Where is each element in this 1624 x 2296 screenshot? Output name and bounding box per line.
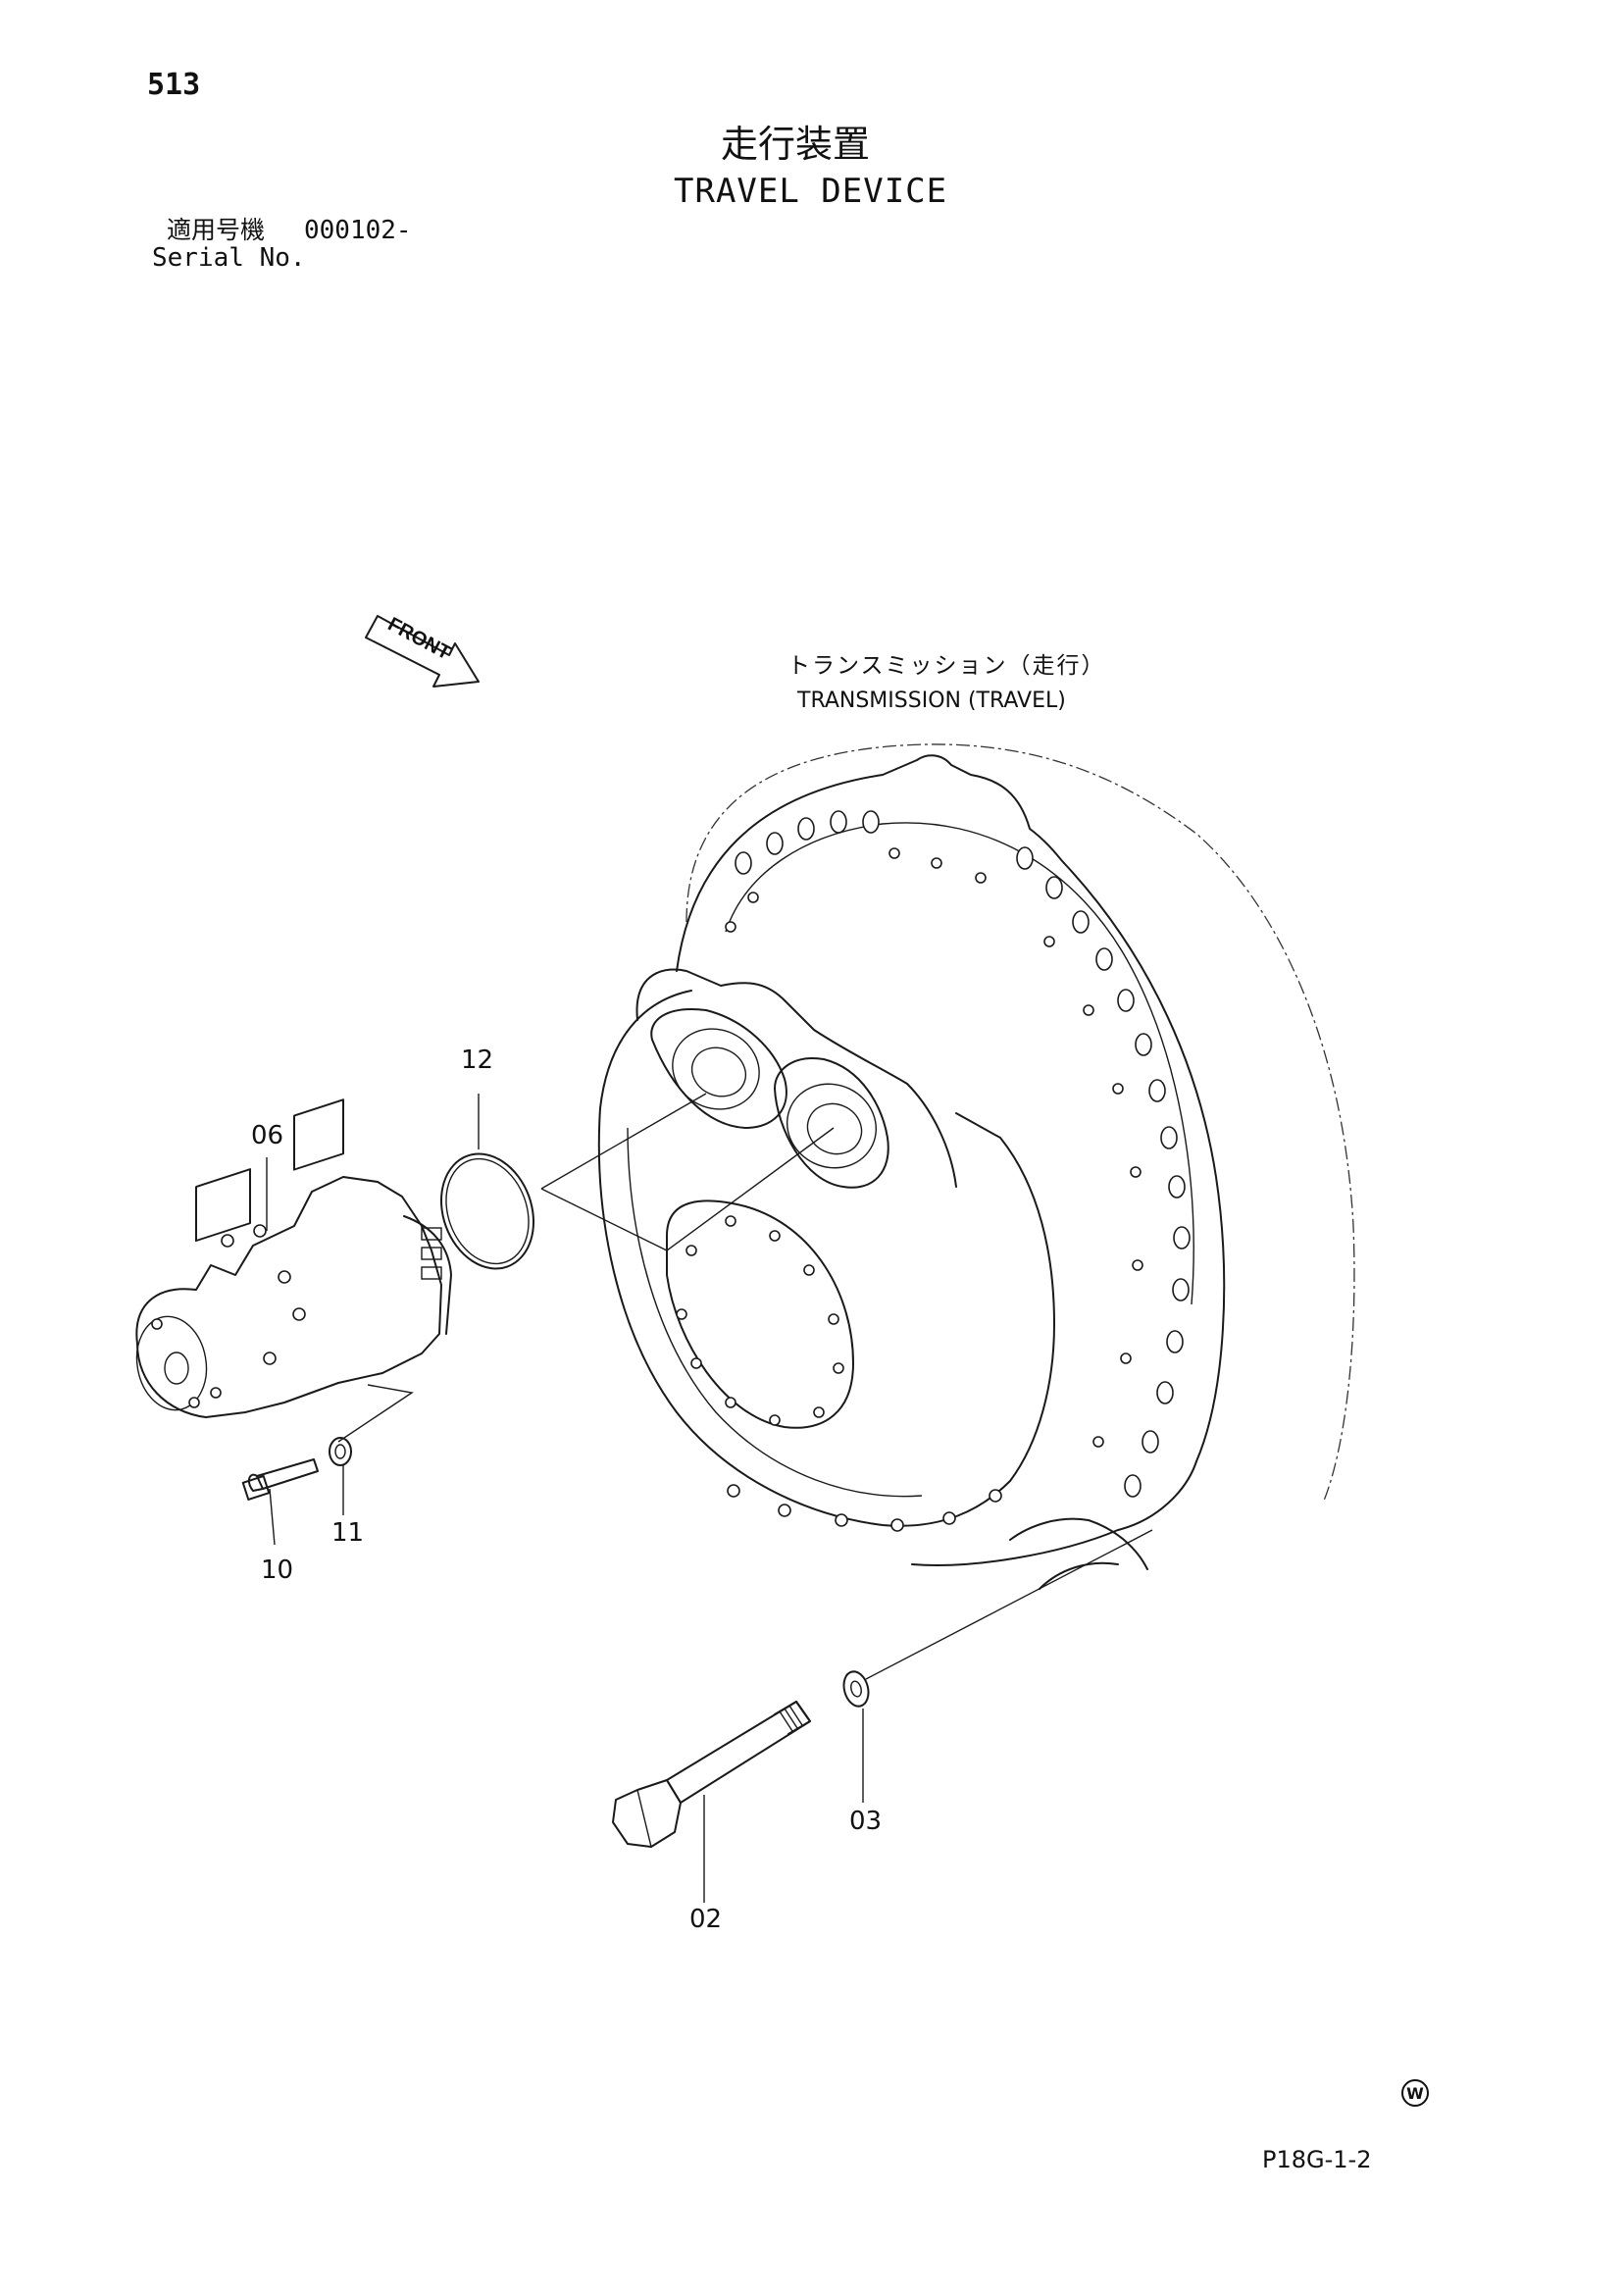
rim-bolts [725, 847, 1143, 1448]
serial-value: 000102- [304, 216, 412, 245]
page-number: 513 [147, 68, 201, 102]
part-number-10: 10 [261, 1556, 294, 1585]
o-ring-part-12 [439, 1094, 535, 1270]
lower-bolt-lugs [727, 1484, 1148, 1590]
travel-motor-part-06 [135, 1098, 452, 1443]
part-number-03: 03 [849, 1807, 883, 1836]
w-mark-icon: W [1401, 2079, 1429, 2107]
page-title-en: TRAVEL DEVICE [674, 172, 948, 211]
transmission-label-en: TRANSMISSION (TRAVEL) [797, 689, 1066, 713]
motor-port-lower [774, 1057, 889, 1189]
serial-label-en: Serial No. [152, 243, 306, 273]
part-number-11: 11 [331, 1518, 365, 1548]
part-number-12: 12 [461, 1046, 494, 1075]
front-arrow-icon: FRONT [365, 614, 480, 688]
bolt-part-02 [612, 1701, 811, 1903]
washer-part-11 [329, 1437, 352, 1515]
part-number-02: 02 [689, 1905, 723, 1934]
document-code: P18G-1-2 [1262, 2146, 1372, 2173]
page-title-ja: 走行装置 [721, 123, 871, 166]
motor-port-upper [650, 1008, 787, 1129]
oring-leader-line [540, 1093, 835, 1251]
transmission-housing [597, 743, 1355, 1590]
transmission-label-ja: トランスミッション（走行） [787, 653, 1106, 679]
front-arrow-label: FRONT [384, 614, 454, 665]
part-number-06: 06 [251, 1121, 284, 1150]
flange-bolt-holes [735, 810, 1191, 1498]
cover-plate [666, 1199, 854, 1429]
serial-label-ja: 適用号機 [167, 216, 266, 244]
bolt-part-10 [241, 1458, 319, 1546]
washer-part-03 [842, 1529, 1153, 1803]
